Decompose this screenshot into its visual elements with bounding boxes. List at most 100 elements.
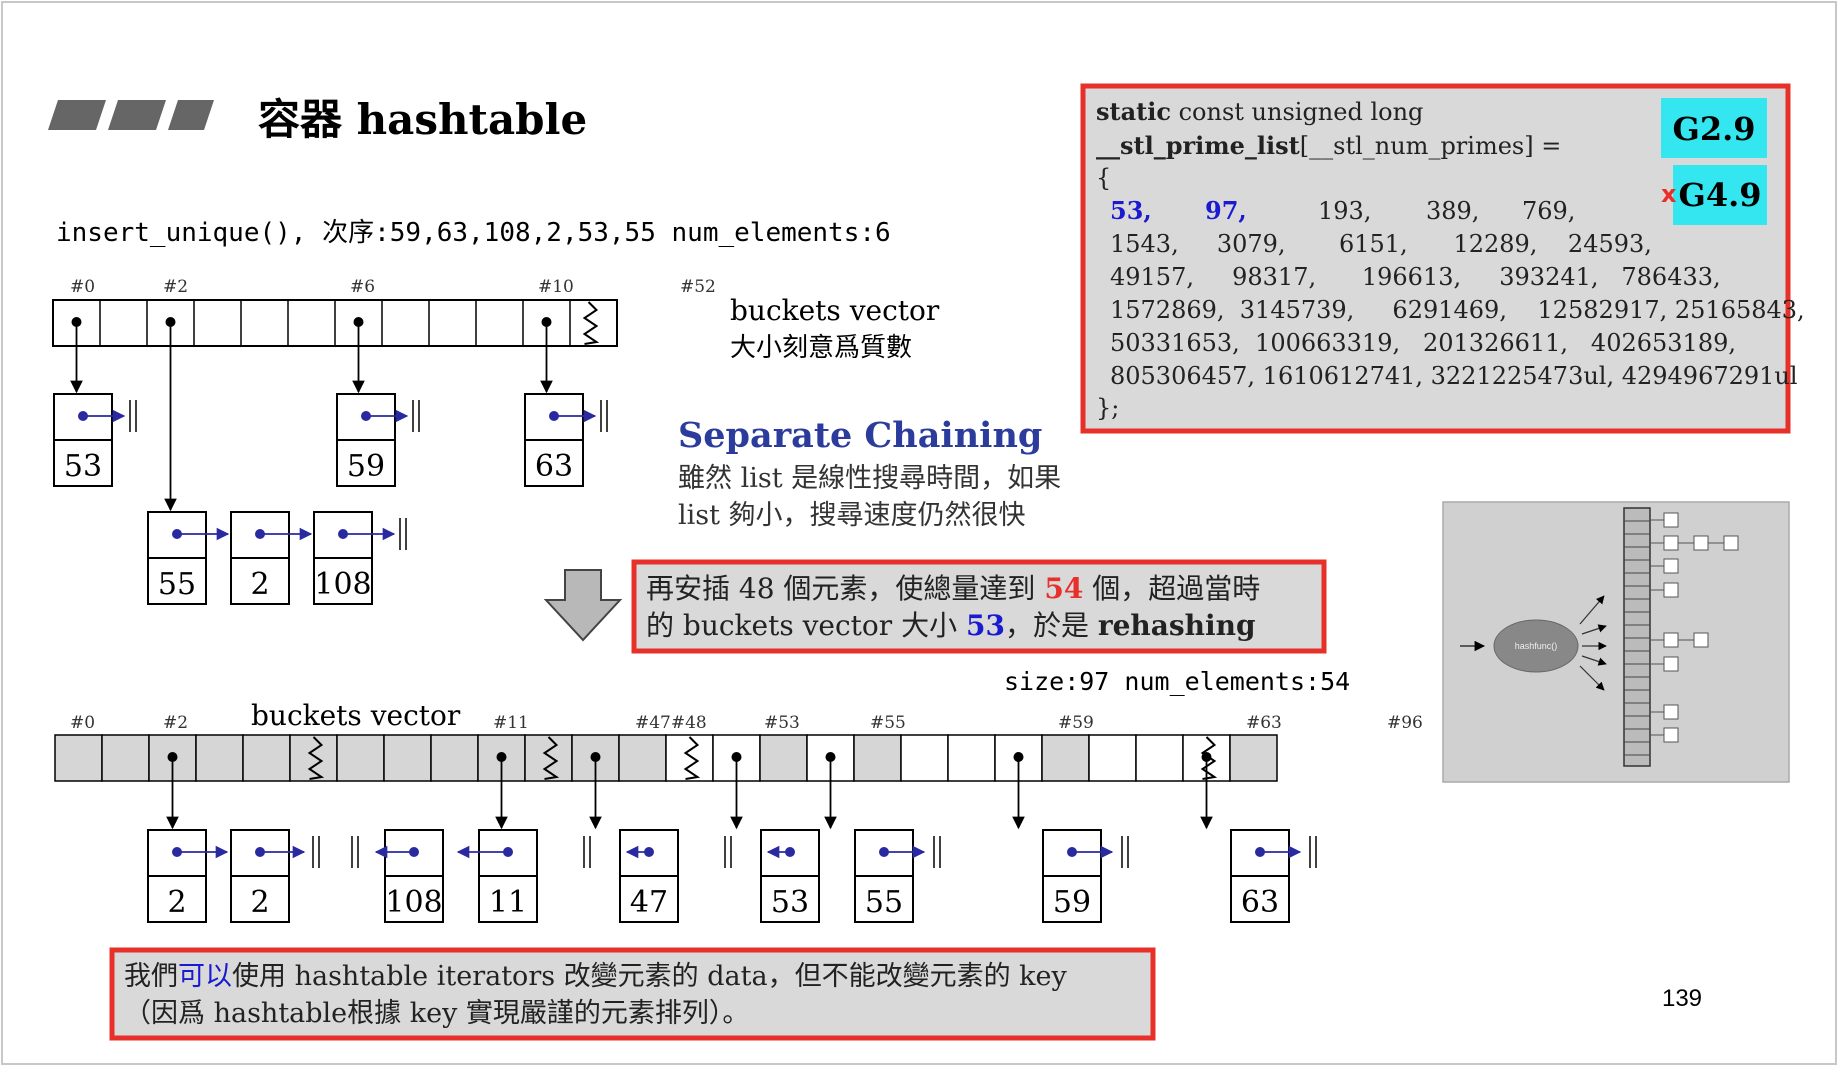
size-label: size:97 num_elements:54 [1004, 667, 1350, 696]
rehash-note-box [631, 559, 1327, 654]
prime-value: 193, [1318, 197, 1371, 225]
bottom-index-label: #53 [764, 713, 800, 733]
bottom-chain-nodes [147, 829, 1317, 923]
insert-order-line: insert_unique(), 次序:59,63,108,2,53,55 nu… [56, 218, 891, 248]
chain-node [1663, 632, 1679, 648]
break-mark [1200, 736, 1218, 780]
table-column [1623, 507, 1651, 767]
bottom-index-label: #2 [163, 713, 188, 733]
array-name: __stl_prime_list [1096, 131, 1300, 160]
page-title: 容器 hashtable [258, 95, 587, 144]
break-mark [683, 736, 701, 780]
vector-cell [853, 734, 902, 782]
hashfunc-illustration: hashfunc() [1442, 501, 1790, 783]
node-value: 53 [771, 885, 809, 920]
top-buckets-vector [52, 299, 618, 512]
chain-node [1663, 656, 1679, 672]
chain-node [1693, 535, 1709, 551]
vector-cell [242, 734, 291, 782]
bottom-note-line2: （因爲 hashtable根據 key 實現嚴謹的元素排列）。 [124, 998, 749, 1029]
node-value: 11 [489, 885, 527, 920]
top-chain-nodes [53, 393, 608, 605]
vector-cell [1229, 734, 1278, 782]
node-value: 55 [158, 567, 196, 602]
bottom-index-label: #55 [870, 713, 906, 733]
prime-value: 389, [1426, 197, 1479, 225]
old-size: 53 [966, 609, 1005, 642]
vector-cell [524, 734, 573, 782]
vector-cell [1135, 734, 1184, 782]
top-index-label: #2 [163, 277, 188, 297]
rehash-note-line2: 的 buckets vector 大小 53，於是 rehashing [646, 609, 1256, 642]
node-value: 55 [865, 885, 903, 920]
rehash-text: 的 buckets vector 大小 [646, 609, 966, 642]
vector-cell [336, 734, 385, 782]
keyword-static: static [1096, 97, 1171, 126]
vector-cell [759, 734, 808, 782]
title-decoration [48, 100, 214, 130]
top-vector-caption-prime: 大小刻意爲質數 [730, 333, 912, 363]
node-value: 47 [630, 885, 668, 920]
down-arrow-icon [543, 569, 623, 642]
bottom-index-label: #96 [1387, 713, 1423, 733]
prime-row: 805306457, 1610612741, 3221225473ul, 429… [1110, 362, 1798, 390]
prime-row: 1572869, 3145739, 6291469, 12582917, 251… [1110, 296, 1805, 324]
vector-cell [1088, 734, 1137, 782]
note-text: 我們 [124, 961, 178, 992]
rehash-count: 54 [1044, 572, 1083, 605]
bottom-index-label: #0 [70, 713, 95, 733]
separate-chaining-text: 雖然 list 是線性搜尋時間，如果 [678, 463, 1061, 494]
top-index-label: #0 [70, 277, 95, 297]
prime-close-brace: }; [1096, 394, 1119, 422]
vector-cell [289, 734, 338, 782]
chain-node [1663, 582, 1679, 598]
chain-node [1663, 535, 1679, 551]
note-text: 使用 hashtable iterators 改變元素的 data，但不能改變元… [232, 961, 1067, 992]
bottom-index-label: #63 [1246, 713, 1282, 733]
chain-node [1663, 727, 1679, 743]
vector-cell [900, 734, 949, 782]
chain-node [1663, 512, 1679, 528]
node-value: 2 [250, 567, 269, 602]
node-value: 63 [535, 449, 573, 484]
prime-decl-line1: static const unsigned long [1096, 97, 1423, 126]
node-value: 108 [314, 567, 371, 602]
break-mark [542, 736, 560, 780]
cross-mark-icon: x [1661, 180, 1677, 208]
vector-cell [1041, 734, 1090, 782]
rehash-text: 個，超過當時 [1083, 572, 1260, 605]
rehash-text: ，於是 [1005, 609, 1098, 642]
vector-cell [195, 734, 244, 782]
chain-node [1663, 558, 1679, 574]
chain-node [1693, 632, 1709, 648]
bottom-note-box [109, 947, 1156, 1041]
prime-value: 769, [1522, 197, 1575, 225]
decl-text: [__stl_num_primes] = [1300, 132, 1562, 160]
chain-node [1663, 704, 1679, 720]
chain-node [1723, 535, 1739, 551]
bottom-index-label: #11 [493, 713, 529, 733]
vector-cell [383, 734, 432, 782]
bottom-index-label: #47#48 [635, 713, 707, 733]
rehashing-word: rehashing [1098, 609, 1256, 642]
vector-cell [54, 734, 103, 782]
break-mark [582, 301, 600, 345]
top-index-label: #10 [538, 277, 574, 297]
node-value: 2 [250, 885, 269, 920]
page-number: 139 [1662, 985, 1702, 1012]
node-value: 2 [167, 885, 186, 920]
rehash-text: 再安插 48 個元素，使總量達到 [646, 572, 1044, 605]
node-value: 63 [1241, 885, 1279, 920]
vector-cell [665, 734, 714, 782]
prime-value-highlight: 53, [1110, 196, 1152, 225]
prime-row: 50331653, 100663319, 201326611, 40265318… [1110, 329, 1736, 357]
vector-cell [947, 734, 996, 782]
bottom-vector-caption: buckets vector [251, 699, 461, 732]
vector-cell [618, 734, 667, 782]
node-value: 53 [64, 449, 102, 484]
node-value: 59 [347, 449, 385, 484]
top-index-label: #52 [680, 277, 716, 297]
bottom-index-label: #59 [1058, 713, 1094, 733]
separate-chaining-text: list 夠小，搜尋速度仍然很快 [678, 500, 1026, 531]
